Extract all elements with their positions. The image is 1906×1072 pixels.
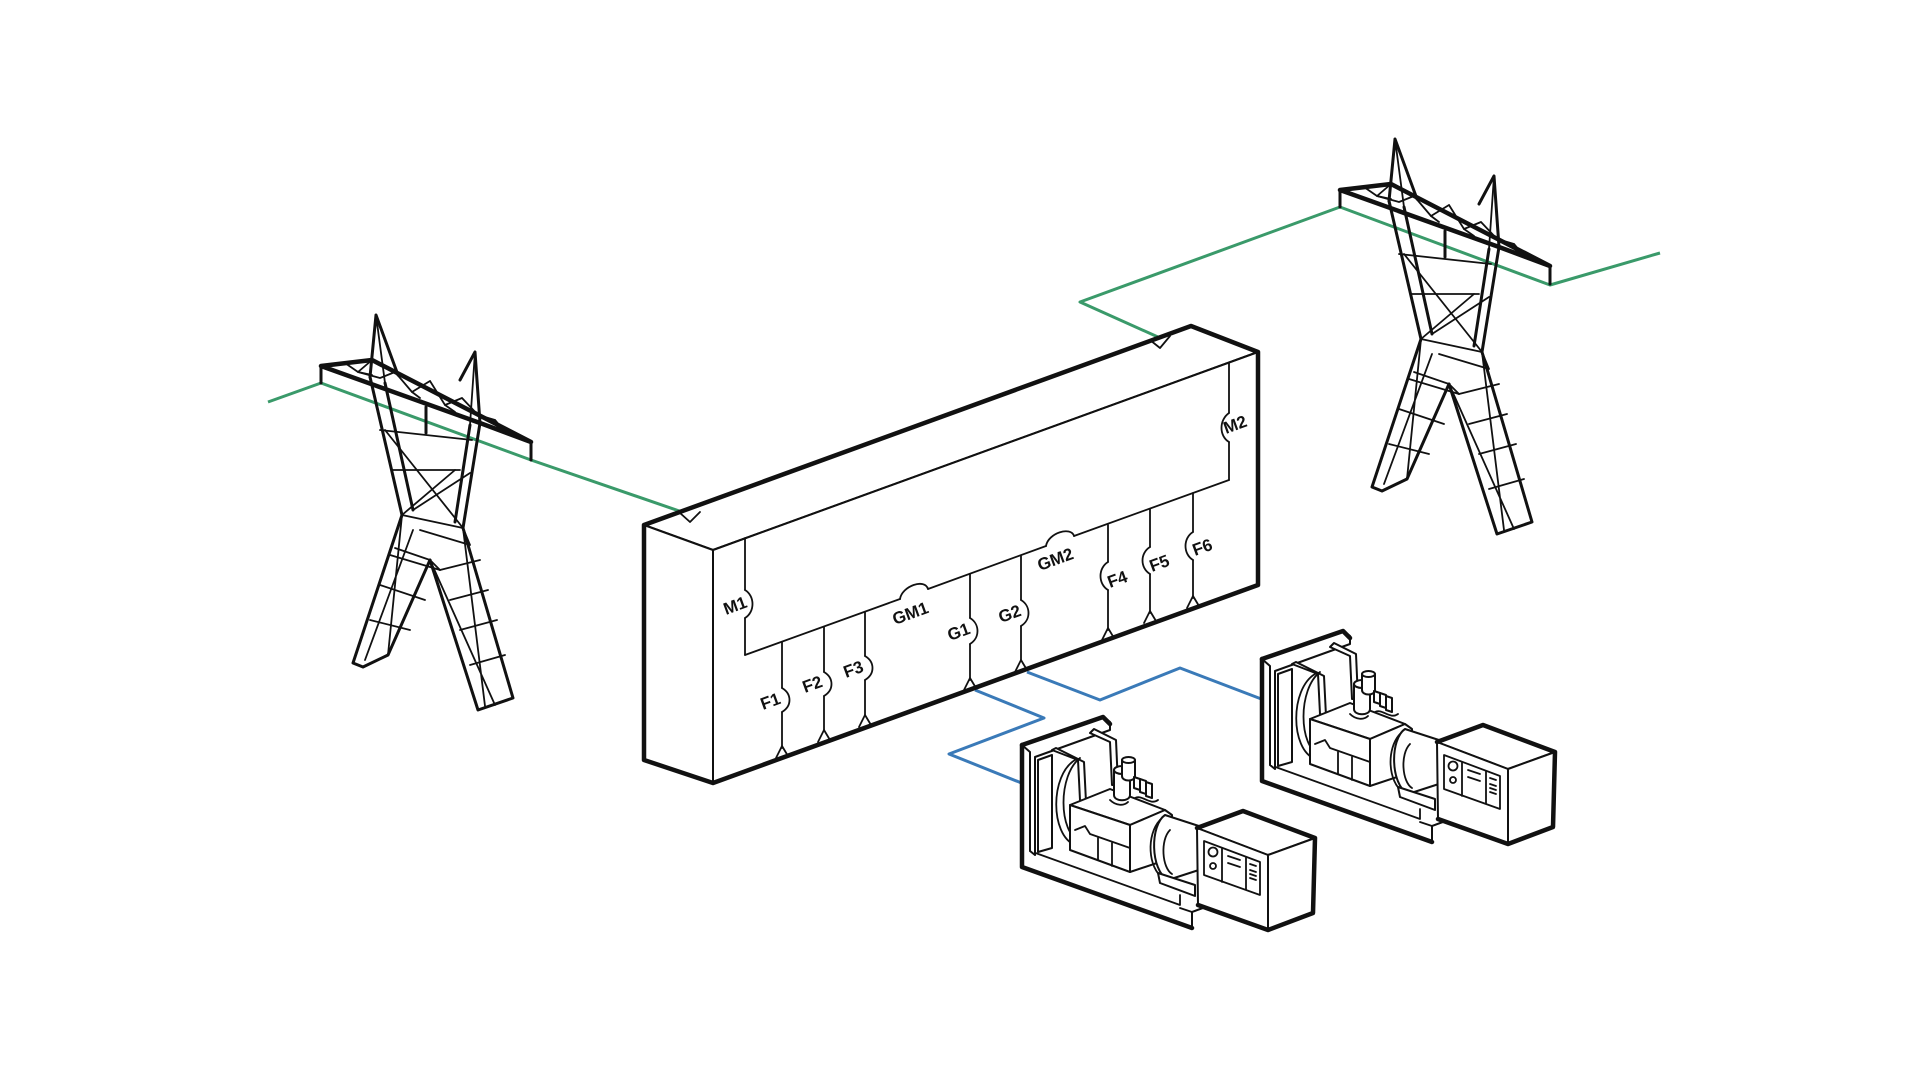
feeder-F4 bbox=[1099, 524, 1115, 641]
feeder-F1 bbox=[775, 641, 791, 759]
feeder-F3 bbox=[858, 611, 874, 728]
generator-breaker-G1 bbox=[963, 573, 979, 691]
feeder-F5 bbox=[1141, 508, 1157, 624]
generator-set-icon bbox=[1262, 631, 1555, 844]
generator-feed-lines bbox=[947, 666, 1265, 786]
single-line-diagram: M1 M2 GM1 GM2 G1 G2 F1 F2 F3 F4 F5 F6 bbox=[721, 362, 1250, 759]
generator-line-2 bbox=[1026, 666, 1265, 702]
generator-breaker-G2 bbox=[1014, 555, 1030, 673]
utility-line-2 bbox=[1078, 205, 1661, 339]
generator-line-1 bbox=[947, 688, 1046, 786]
switchgear-side-face bbox=[643, 524, 714, 784]
feeder-F2 bbox=[817, 626, 833, 743]
transmission-tower-icon bbox=[321, 315, 531, 710]
transmission-tower-icon bbox=[1340, 139, 1550, 534]
feeder-F6 bbox=[1184, 492, 1200, 609]
